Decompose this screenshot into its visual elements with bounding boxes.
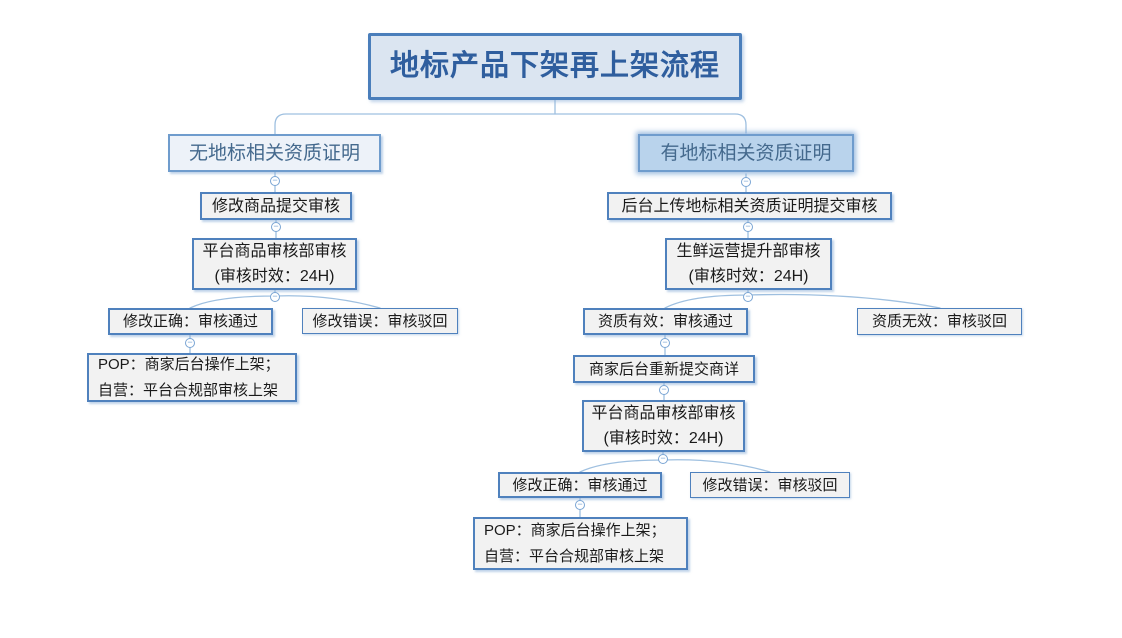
node-right-upload-cert[interactable]: 后台上传地标相关资质证明提交审核 bbox=[607, 192, 892, 220]
node-left-submit-review[interactable]: 修改商品提交审核 bbox=[200, 192, 352, 220]
node-left-platform-review[interactable]: 平台商品审核部审核 (审核时效：24H) bbox=[192, 238, 357, 290]
node-root-title[interactable]: 地标产品下架再上架流程 bbox=[368, 33, 742, 100]
node-has-cert-branch[interactable]: 有地标相关资质证明 bbox=[638, 134, 854, 172]
collapse-minus-icon[interactable]: − bbox=[660, 338, 670, 348]
collapse-minus-icon[interactable]: − bbox=[270, 176, 280, 186]
collapse-minus-icon[interactable]: − bbox=[271, 222, 281, 232]
collapse-minus-icon[interactable]: − bbox=[270, 292, 280, 302]
node-left-reject[interactable]: 修改错误：审核驳回 bbox=[302, 308, 458, 334]
collapse-minus-icon[interactable]: − bbox=[743, 222, 753, 232]
collapse-minus-icon[interactable]: − bbox=[659, 385, 669, 395]
node-right-platform-review[interactable]: 平台商品审核部审核 (审核时效：24H) bbox=[582, 400, 745, 452]
collapse-minus-icon[interactable]: − bbox=[741, 177, 751, 187]
node-right-fresh-ops-review[interactable]: 生鲜运营提升部审核 (审核时效：24H) bbox=[665, 238, 832, 290]
node-left-pass[interactable]: 修改正确：审核通过 bbox=[108, 308, 273, 335]
node-right-reject[interactable]: 修改错误：审核驳回 bbox=[690, 472, 850, 498]
node-right-cert-invalid[interactable]: 资质无效：审核驳回 bbox=[857, 308, 1022, 335]
node-no-cert-branch[interactable]: 无地标相关资质证明 bbox=[168, 134, 381, 172]
collapse-minus-icon[interactable]: − bbox=[658, 454, 668, 464]
node-left-result[interactable]: POP：商家后台操作上架； 自营：平台合规部审核上架 bbox=[87, 353, 297, 402]
collapse-minus-icon[interactable]: − bbox=[743, 292, 753, 302]
collapse-minus-icon[interactable]: − bbox=[575, 500, 585, 510]
collapse-minus-icon[interactable]: − bbox=[185, 338, 195, 348]
node-right-resubmit-detail[interactable]: 商家后台重新提交商详 bbox=[573, 355, 755, 383]
node-right-cert-valid[interactable]: 资质有效：审核通过 bbox=[583, 308, 748, 335]
node-right-result[interactable]: POP：商家后台操作上架； 自营：平台合规部审核上架 bbox=[473, 517, 688, 570]
node-right-pass[interactable]: 修改正确：审核通过 bbox=[498, 472, 662, 498]
